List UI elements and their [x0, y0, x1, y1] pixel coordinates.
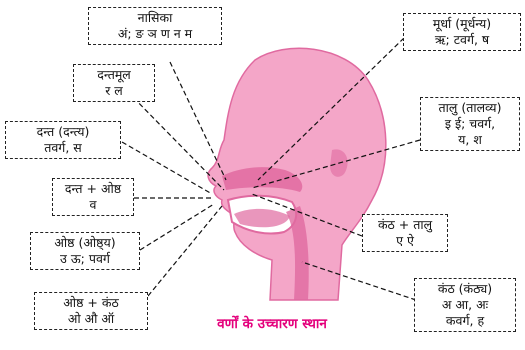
label-dant-oshth-letters: व	[57, 197, 129, 213]
label-kanth-letters-2: कवर्ग, ह	[419, 313, 511, 329]
label-murdha-title: मूर्धा (मूर्धन्य)	[408, 16, 516, 32]
label-nasika: नासिका अं; ङ ञ ण न म	[88, 7, 222, 45]
label-dant: दन्त (दन्त्य) तवर्ग, स	[5, 121, 121, 159]
label-talu-title: तालु (तालव्य)	[425, 100, 515, 116]
label-nasika-letters: अं; ङ ञ ण न म	[93, 26, 217, 42]
label-kanth-talu-letters: ए ऐ	[367, 233, 443, 249]
label-dant-letters: तवर्ग, स	[10, 140, 116, 156]
label-kanth: कंठ (कंठ्य) अ आ, अः कवर्ग, ह	[414, 278, 516, 332]
label-oshth-title: ओष्ठ (ओष्ठ्य)	[35, 235, 135, 251]
label-dant-title: दन्त (दन्त्य)	[10, 124, 116, 140]
label-dantmool: दन्तमूल र ल	[73, 64, 155, 102]
leader-dant	[122, 142, 212, 194]
label-murdha: मूर्धा (मूर्धन्य) ऋ; टवर्ग, ष	[403, 13, 521, 51]
label-kanth-talu-title: कंठ + तालु	[367, 217, 443, 233]
leader-oshth-kanth	[148, 206, 222, 296]
label-dant-oshth: दन्त + ओष्ठ व	[52, 178, 134, 216]
label-oshth-kanth: ओष्ठ + कंठ ओ औ ऑ	[34, 292, 148, 330]
label-talu: तालु (तालव्य) इ ई; चवर्ग, य, श	[420, 97, 520, 151]
label-kanth-talu: कंठ + तालु ए ऐ	[362, 214, 448, 252]
label-kanth-title: कंठ (कंठ्य)	[419, 281, 511, 297]
label-dantmool-title: दन्तमूल	[78, 67, 150, 83]
label-oshth: ओष्ठ (ओष्ठ्य) उ ऊ; पवर्ग	[30, 232, 140, 270]
label-oshth-kanth-letters: ओ औ ऑ	[39, 311, 143, 327]
label-dant-oshth-title: दन्त + ओष्ठ	[57, 181, 129, 197]
label-murdha-letters: ऋ; टवर्ग, ष	[408, 32, 516, 48]
leader-dantmool	[128, 92, 224, 190]
diagram-caption: वर्णों के उच्चारण स्थान	[172, 314, 372, 332]
leader-oshth	[140, 204, 214, 250]
label-oshth-kanth-title: ओष्ठ + कंठ	[39, 295, 143, 311]
label-talu-letters-1: इ ई; चवर्ग,	[425, 116, 515, 132]
label-talu-letters-2: य, श	[425, 132, 515, 148]
label-nasika-title: नासिका	[93, 10, 217, 26]
label-kanth-letters-1: अ आ, अः	[419, 297, 511, 313]
label-dantmool-letters: र ल	[78, 83, 150, 99]
label-oshth-letters: उ ऊ; पवर्ग	[35, 251, 135, 267]
